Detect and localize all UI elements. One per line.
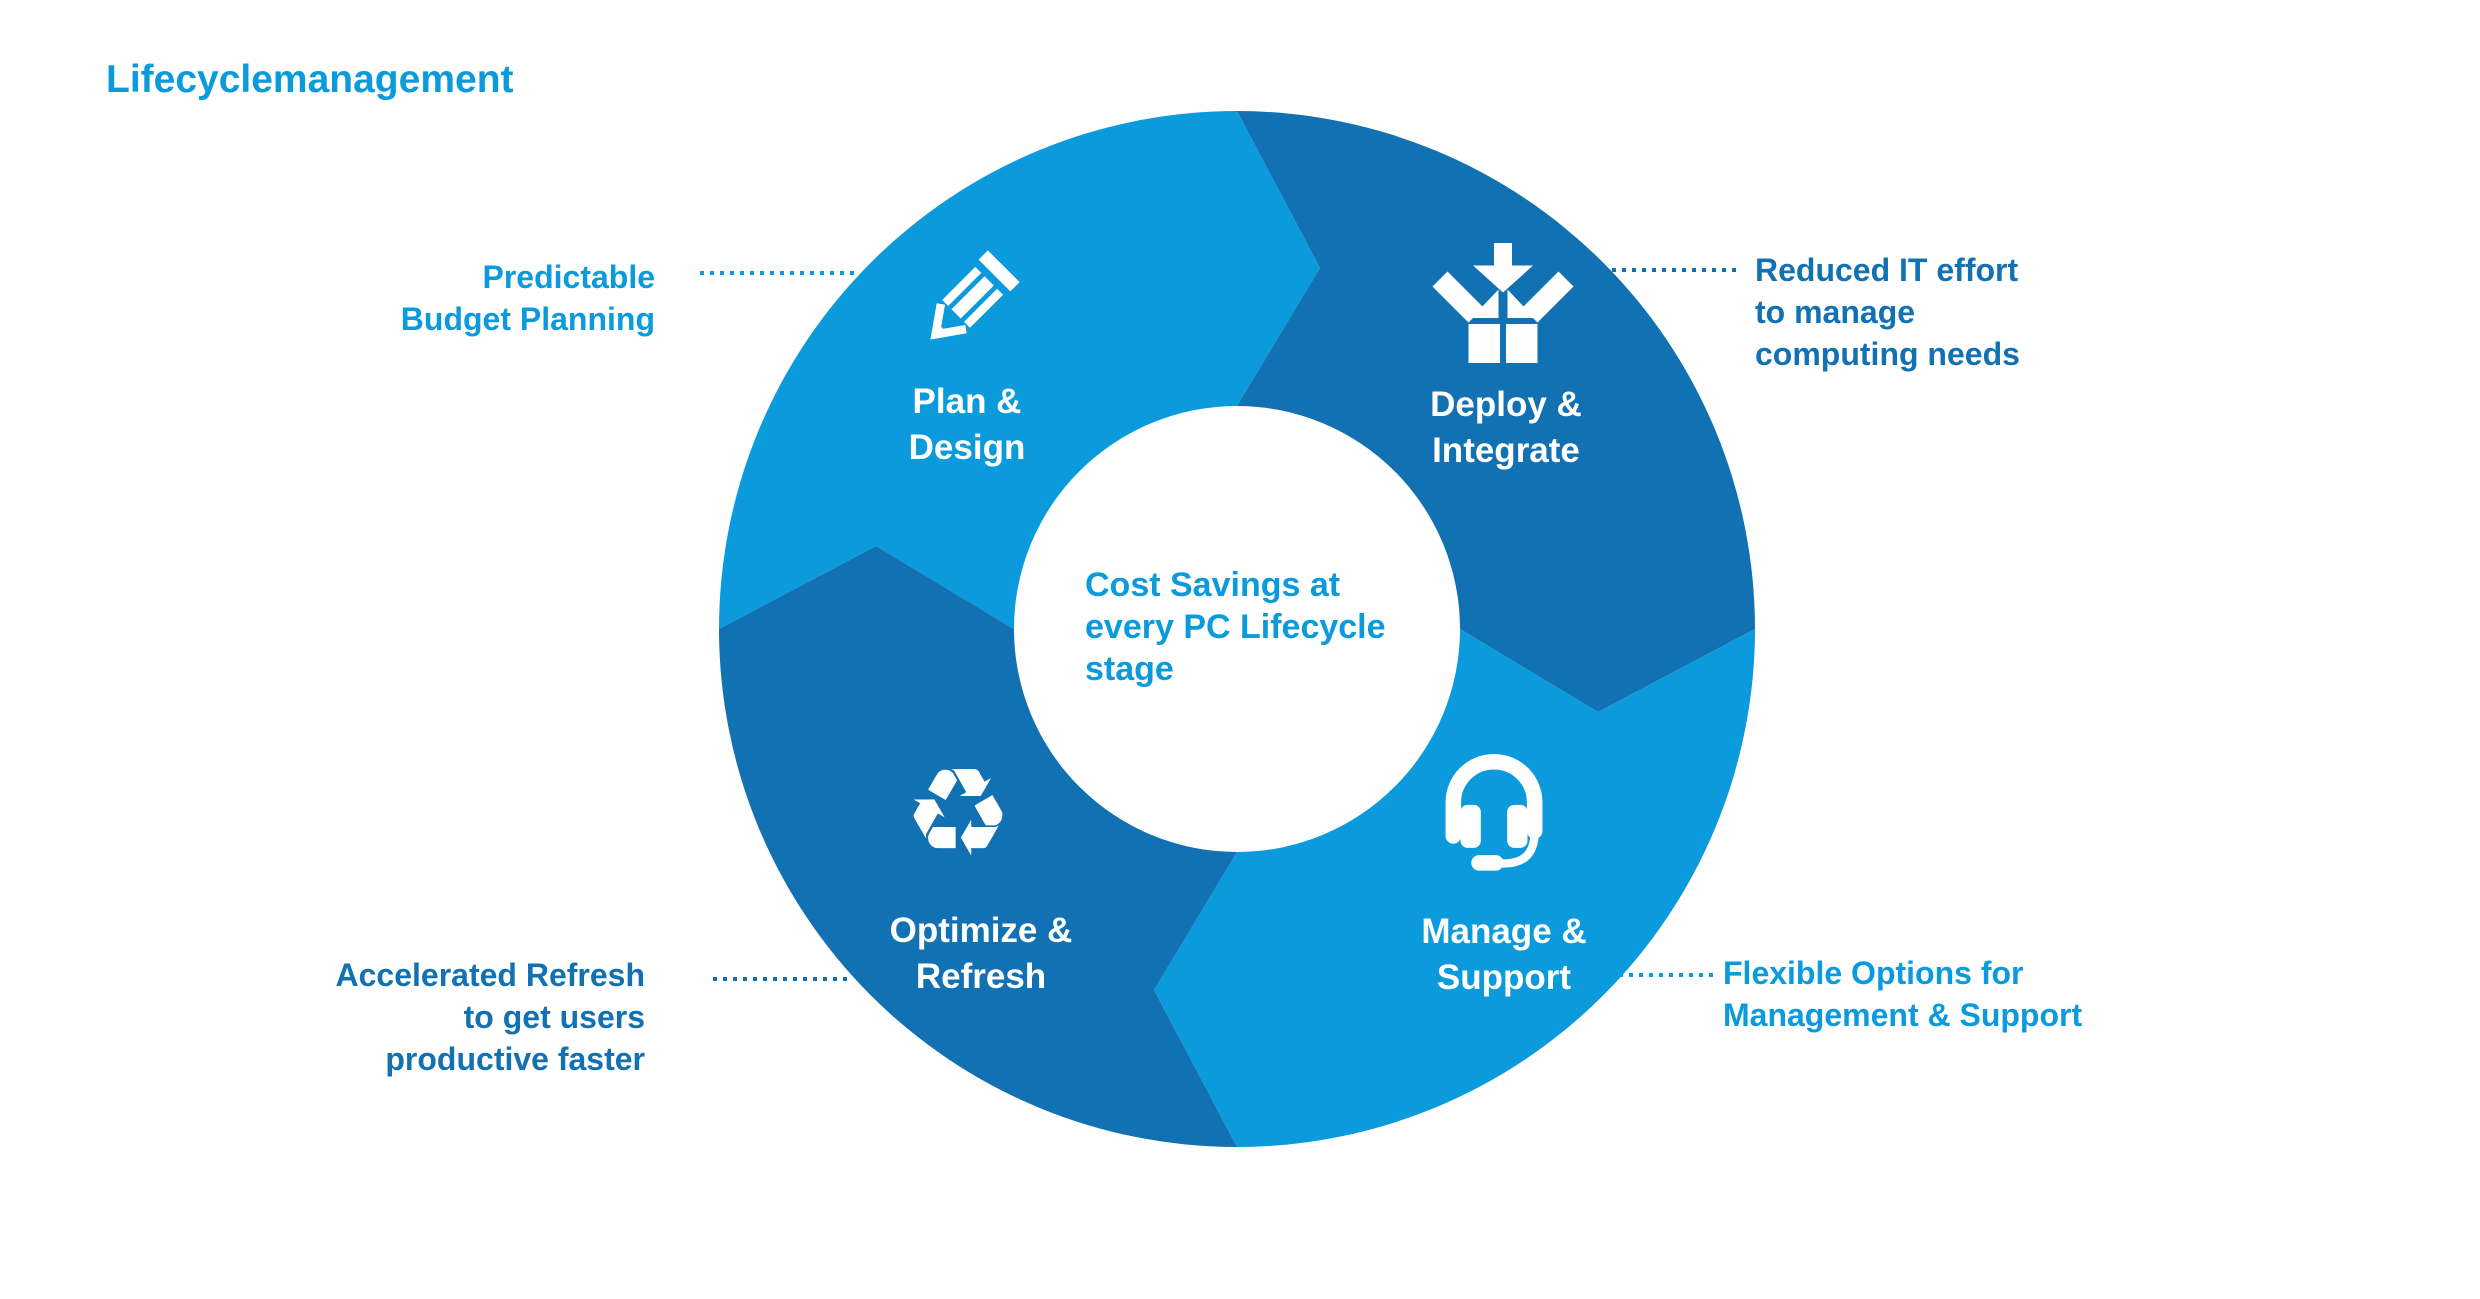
- pencil-icon: [930, 250, 1020, 340]
- segment-label-line: Optimize &: [889, 911, 1073, 950]
- segment-label-line: Refresh: [915, 957, 1047, 996]
- segment-label-line: Deploy &: [1430, 385, 1582, 424]
- recycle-icon: ♻︎: [903, 742, 1013, 884]
- callout-line: Reduced IT effort: [1755, 252, 2019, 288]
- callout-accelerated-refresh: Accelerated Refresh to get users product…: [336, 954, 645, 1080]
- dotted-connector-top-right: [1612, 268, 1742, 272]
- callout-line: Flexible Options for: [1723, 955, 2024, 991]
- callout-line: computing needs: [1755, 336, 2020, 372]
- callout-line: Budget Planning: [400, 301, 655, 337]
- dotted-connector-bottom-left: [713, 977, 850, 981]
- open-box-download-icon: [1432, 243, 1574, 363]
- hub-text-line: every PC Lifecycle: [1085, 608, 1386, 646]
- hub-text-line: stage: [1085, 650, 1174, 688]
- hub-text: Cost Savings at every PC Lifecycle stage: [1085, 564, 1386, 690]
- hub-text-line: Cost Savings at: [1085, 566, 1341, 604]
- segment-plan-design-shape: [719, 111, 1320, 629]
- callout-line: to get users: [463, 999, 645, 1035]
- page-title: Lifecyclemanagement: [106, 58, 514, 101]
- callout-line: productive faster: [385, 1041, 645, 1077]
- callout-line: Accelerated Refresh: [335, 957, 645, 993]
- callout-predictable-budget-planning: Predictable Budget Planning: [401, 256, 655, 340]
- callout-line: Predictable: [482, 259, 655, 295]
- segment-label-line: Support: [1436, 958, 1572, 997]
- segment-optimize-refresh-shape: [719, 546, 1237, 1147]
- headset-icon: [1445, 754, 1543, 871]
- segment-label-manage-support: Manage & Support: [1421, 909, 1586, 1001]
- segment-label-line: Manage &: [1421, 912, 1587, 951]
- segment-label-line: Plan &: [912, 382, 1022, 421]
- callout-reduced-it-effort: Reduced IT effort to manage computing ne…: [1755, 249, 2020, 375]
- segment-label-line: Design: [908, 428, 1026, 467]
- segment-manage-support-shape: [1154, 629, 1755, 1147]
- dotted-connector-top-left: [700, 271, 857, 275]
- segment-label-line: Integrate: [1432, 431, 1580, 470]
- dotted-connector-bottom-right: [1619, 973, 1716, 977]
- callout-line: to manage: [1755, 294, 1916, 330]
- segment-label-deploy-integrate: Deploy & Integrate: [1430, 382, 1582, 474]
- segment-deploy-integrate-shape: [1237, 111, 1755, 712]
- segment-label-optimize-refresh: Optimize & Refresh: [890, 908, 1073, 1000]
- callout-line: Management & Support: [1723, 997, 2083, 1033]
- segment-label-plan-design: Plan & Design: [909, 379, 1026, 471]
- callout-flexible-options: Flexible Options for Management & Suppor…: [1723, 952, 2082, 1036]
